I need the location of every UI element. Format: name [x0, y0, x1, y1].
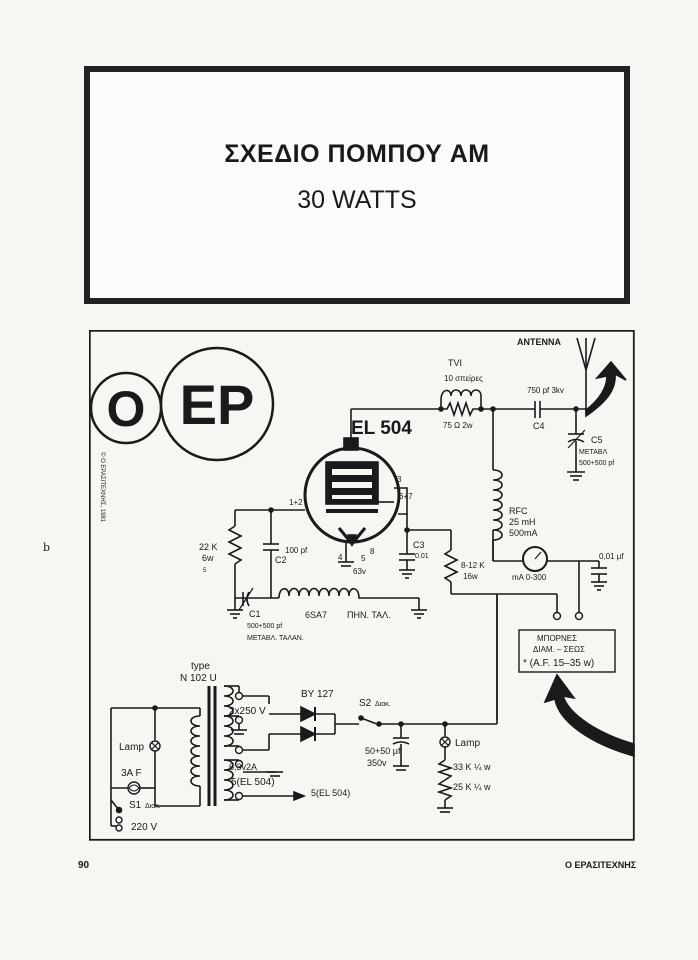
c1-type-label: ΜΕΤΑΒΛ. ΤΑΛΑΝ.: [247, 635, 304, 642]
c3-label: C3: [413, 540, 425, 550]
r22k-label: 22 K: [199, 542, 218, 552]
page-number: 90: [78, 860, 90, 871]
r812k-watt-label: 16w: [463, 572, 478, 581]
c3-value-label: 0.01: [415, 553, 429, 560]
s2-sub-label: Διακ.: [375, 701, 391, 708]
fil-to-label: 5(EL 504): [311, 788, 350, 798]
r22k-side-label: 5: [203, 568, 207, 574]
c2-label: C2: [275, 555, 287, 565]
modulation-box: [518, 629, 616, 673]
title-box: ΣΧΕΔΙΟ ΠΟΜΠΟΥ AM 30 WATTS: [84, 66, 630, 304]
page-title: ΣΧΕΔΙΟ ΠΟΜΠΟΥ AM: [224, 140, 490, 168]
rectifier-label: BY 127: [301, 689, 334, 700]
magazine-logo: O EP: [89, 346, 275, 462]
tvi-resistor-label: 75 Ω 2w: [443, 421, 473, 430]
rfc-coil: [492, 469, 503, 541]
s2-label: S2: [359, 698, 372, 709]
pin3-label: 3: [397, 475, 402, 484]
heater-label: 63v: [353, 567, 366, 576]
osc-coil: [278, 587, 419, 599]
pin8-label: 8: [370, 547, 375, 556]
pin4-label: 4: [338, 553, 343, 562]
schematic-diagram: O EP © Ο ΕΡΑΣΙΤΕΧΝΗΣ, 1981 ANTENNA TVI 1…: [89, 330, 635, 841]
filament-label: 5(EL 504): [231, 777, 275, 788]
lamp-left-label: Lamp: [119, 742, 144, 753]
r25k-label: 25 K ¼ w: [453, 782, 491, 792]
antenna-symbol: [576, 337, 596, 414]
copyright-note: © Ο ΕΡΑΣΙΤΕΧΝΗΣ, 1981: [99, 452, 106, 523]
pin12-label: 1+2: [289, 498, 303, 507]
tvi-resistor: [441, 400, 481, 418]
c1-value-label: 500+500 pf: [247, 623, 282, 630]
filament-secondary: [223, 759, 234, 801]
lamp-right-label: Lamp: [455, 738, 480, 749]
rfc-label: RFC: [509, 506, 528, 516]
antenna-arrow: [585, 360, 627, 418]
s1-label: S1: [129, 800, 142, 811]
antenna-label: ANTENNA: [517, 337, 561, 347]
r25k-resistor: [436, 779, 454, 801]
mod-box-line1: ΜΠΟΡΝΕΣ: [537, 634, 577, 643]
c2-value-label: 100 pf: [285, 546, 308, 555]
mains-label: 220 V: [131, 822, 157, 833]
magazine-name: Ο ΕΡΑΣΙΤΕΧΝΗΣ: [565, 860, 637, 870]
mod-box-line2: ΔΙΑΜ. – ΣΕΩΣ: [533, 645, 585, 654]
c5-type-label: ΜΕΤΑΒΛ: [579, 449, 608, 456]
pin5-label: 5: [361, 554, 366, 563]
transformer-type-label: type: [191, 661, 210, 672]
r812k-label: 8-12 K: [461, 561, 485, 570]
tvi-label: TVI: [448, 358, 462, 368]
fuse-label: 3A F: [121, 768, 142, 779]
rfc-inductance-label: 25 mH: [509, 517, 536, 527]
logo-right-letters: EP: [180, 373, 255, 436]
rfc-current-label: 500mA: [509, 528, 538, 538]
cap-750-label: 750 pf 3kv: [527, 386, 564, 395]
filament-voltage-label: 6,3v2A: [229, 762, 257, 772]
c4-label: C4: [533, 421, 545, 431]
modulation-arrow: [543, 673, 635, 758]
r22k-resistor: [227, 525, 243, 565]
s1-sub-label: Διακ.: [145, 803, 161, 810]
meter-label: mA 0-300: [512, 573, 547, 582]
osc-coil-label-2: ΠΗΝ. ΤΑΛ.: [347, 610, 391, 620]
r33k-resistor: [436, 759, 454, 781]
hv-secondary-label: 2x250 V: [229, 706, 266, 717]
margin-note: b: [43, 541, 51, 554]
c5-label: C5: [591, 435, 603, 445]
pin67-label: 6+7: [399, 492, 413, 501]
cap-right-label: 0,01 μf: [599, 552, 624, 561]
filter-volt-label: 350v: [367, 758, 387, 768]
transformer-model-label: N 102 U: [180, 673, 217, 684]
tvi-turns-label: 10 σπείρες: [444, 374, 483, 383]
c5-value-label: 500+500 pf: [579, 460, 614, 467]
tube-label: EL 504: [351, 418, 412, 439]
mod-box-line3: * (A.F. 15–35 w): [523, 658, 594, 669]
r33k-label: 33 K ¼ w: [453, 762, 491, 772]
c1-label: C1: [249, 609, 261, 619]
primary-coil: [190, 715, 201, 787]
tvi-coil: [440, 389, 482, 409]
r22k-watt-label: 6w: [202, 553, 214, 563]
filter-cap-label: 50+50 μf: [365, 746, 401, 756]
logo-left-letter: O: [107, 381, 146, 437]
page-subtitle: 30 WATTS: [297, 186, 417, 214]
osc-coil-label: 6SA7: [305, 610, 327, 620]
r812k-resistor: [443, 549, 459, 583]
schematic-frame: [89, 330, 635, 841]
